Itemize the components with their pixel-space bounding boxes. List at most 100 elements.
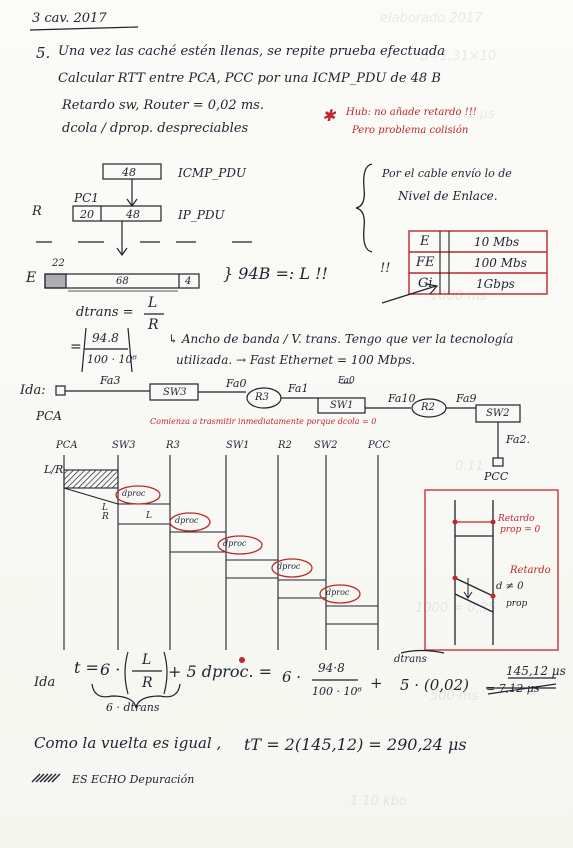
timeline-col-pca: PCA <box>56 440 78 451</box>
sw1-node-label: SW1 <box>330 400 354 411</box>
inset-note2-line3: prop <box>506 599 528 609</box>
footer-note: ES ECHO Depuración <box>72 773 195 786</box>
frac-94-8: 94.8 <box>92 331 119 345</box>
total-rtt: tT = 2(145,12) = 290,24 μs <box>244 735 467 754</box>
svg-text:0.11: 0.11 <box>455 459 484 474</box>
dproc-label-3: dproc <box>223 539 247 548</box>
dproc-label-4: dproc <box>277 562 301 571</box>
dproc-label-5: dproc <box>326 588 350 597</box>
dproc-label-1: dproc <box>122 489 146 498</box>
svg-text:B=1,31×10: B=1,31×10 <box>420 49 496 64</box>
calc-frac-100e6: 100 · 10⁶ <box>312 685 362 698</box>
date-heading: 3 cav. 2017 <box>32 11 107 26</box>
timeline-col-sw1: SW1 <box>226 440 250 451</box>
calc-frac-l: L <box>142 652 152 668</box>
speed-table-type-e: E <box>420 234 430 249</box>
svg-text:1000 ms: 1000 ms <box>430 289 487 304</box>
timeline-col-r2: R2 <box>278 440 292 451</box>
sw2-node-label: SW2 <box>486 408 510 419</box>
problem-statement-line1: Una vez las caché estén llenas, se repit… <box>58 44 445 59</box>
icmp-size: 48 <box>122 166 136 179</box>
timeline-r-label: R <box>102 512 109 522</box>
brace-dtrans-label: 6 · dtrans <box>106 701 160 714</box>
timeline-col-sw2: SW2 <box>314 440 338 451</box>
fa9-port-label: Fa9 <box>456 392 477 405</box>
pca-node-label: PCA <box>36 409 62 423</box>
fa0-port-label: Fa0 <box>226 377 247 390</box>
frac-l: L <box>148 295 158 311</box>
exclamation-marks: !! <box>380 261 391 276</box>
red-transmit-note: Comienza a trasmitir inmediatamente porq… <box>150 417 377 426</box>
struck-port-label: Fa0 <box>338 376 355 386</box>
fa3-port-label: Fa3 <box>100 374 121 387</box>
calc-frac-r: R <box>142 675 153 691</box>
fa2-port-label: Fa2. <box>506 433 530 446</box>
inset-note1-line1: Retardo <box>498 514 535 524</box>
fa10-port-label: Fa10 <box>388 392 416 405</box>
timeline-l-over-r-l: L/R <box>44 463 64 476</box>
inset-note2-line2: d ≠ 0 <box>496 581 524 592</box>
icmp-label: ICMP_PDU <box>178 166 247 180</box>
plus-dproc: + 5 dproc. = <box>168 662 273 681</box>
t-ida-label: t = <box>74 658 99 677</box>
timeline-l-over-r-2: L <box>146 511 152 521</box>
bandwidth-note-line2: utilizada. → Fast Ethernet = 100 Mbps. <box>176 353 416 367</box>
svg-text:1.10 kbo: 1.10 kbo <box>350 794 407 809</box>
problem-statement-line4: dcola / dprop. despreciables <box>62 121 249 136</box>
dtrans-small-label: dtrans <box>394 654 427 665</box>
speed-table-type-fe: FE <box>416 255 435 270</box>
r-layer-label: R <box>32 204 42 219</box>
calc-frac-94-8: 94·8 <box>318 661 345 675</box>
equals-sign: = <box>70 339 82 355</box>
timeline-col-r3: R3 <box>166 440 180 451</box>
six-multiplier: 6 · <box>100 660 121 679</box>
svg-text:500 ms: 500 ms <box>430 689 479 704</box>
hub-note-line1: Hub: no añade retardo !!! <box>346 107 477 118</box>
ip-header-size: 20 <box>80 208 94 221</box>
sw3-node-label: SW3 <box>163 387 187 398</box>
frame-total-length: } 94B =: L !! <box>223 264 328 283</box>
speed-table-speed-e: 10 Mbs <box>474 235 520 249</box>
pcc-node-label: PCC <box>484 470 509 483</box>
asterisk-icon: ✱ <box>322 106 336 125</box>
speed-table-speed-gi: 1Gbps <box>476 277 515 291</box>
fa1-port-label: Fa1 <box>288 382 309 395</box>
plus-sign: + <box>370 674 383 692</box>
ip-payload-size: 48 <box>126 208 140 221</box>
problem-statement-line3: Retardo sw, Router = 0,02 ms. <box>62 98 264 113</box>
five-times-proc: 5 · (0,02) <box>400 676 469 694</box>
dtrans-label: dtrans = <box>76 305 134 320</box>
timeline-l-label: L <box>102 503 108 513</box>
six-multiplier-2: 6 · <box>282 668 302 686</box>
r2-node-label: R2 <box>421 402 435 413</box>
timeline-col-pcc: PCC <box>368 440 391 451</box>
eth-payload-size: 68 <box>116 276 129 287</box>
r3-node-label: R3 <box>255 392 269 403</box>
inset-note2-line1: Retardo <box>510 565 551 576</box>
speed-table-type-gi: Gi <box>418 276 433 291</box>
dproc-label-2: dproc <box>175 516 199 525</box>
frac-r: R <box>148 317 159 333</box>
e-layer-label: E <box>26 270 37 286</box>
svg-text:≈ 1.1 μs: ≈ 1.1 μs <box>440 107 495 122</box>
ida-label: Ida: <box>20 383 46 398</box>
inset-note1-line2: prop = 0 <box>500 525 541 535</box>
hub-note-line2: Pero problema colisión <box>352 125 469 136</box>
frac-100e6: 100 · 10⁶ <box>87 353 137 366</box>
svg-text:elaborado 2017: elaborado 2017 <box>380 11 483 26</box>
eth-header-size: 22 <box>52 258 65 269</box>
brace-note-line2: Nivel de Enlace. <box>398 189 498 203</box>
problem-number: 5. <box>36 44 51 62</box>
pc1-label: PC1 <box>74 191 99 205</box>
return-trip-note: Como la vuelta es igual , <box>34 734 222 752</box>
